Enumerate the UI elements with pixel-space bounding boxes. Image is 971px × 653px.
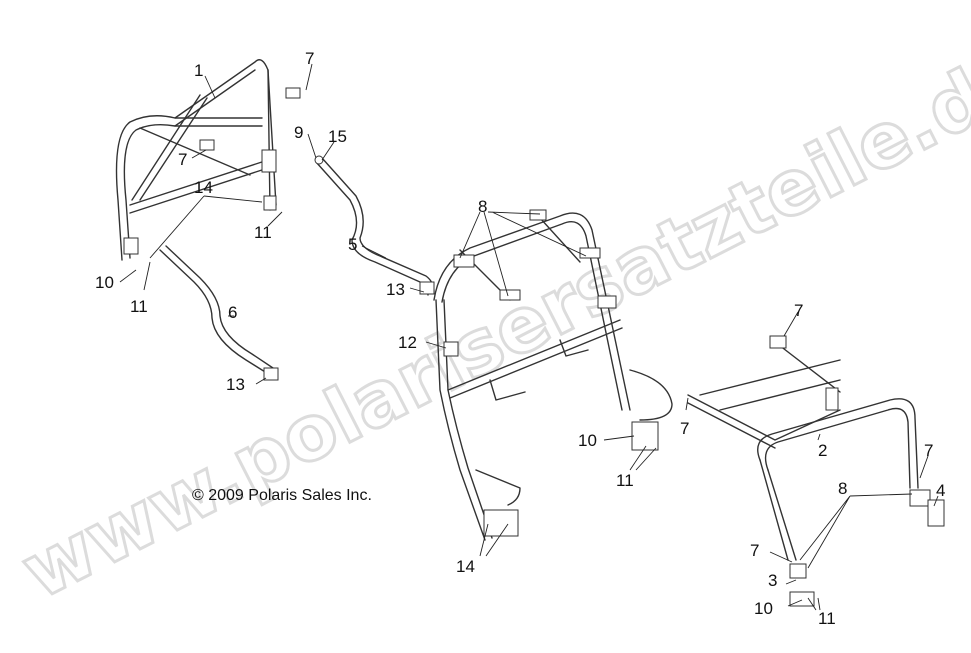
- copyright-notice: © 2009 Polaris Sales Inc.: [192, 487, 372, 504]
- rear-frame-part-2: [687, 335, 945, 607]
- callout-13: 13: [386, 280, 405, 299]
- callout-12: 12: [398, 333, 417, 352]
- callout-7: 7: [924, 441, 933, 460]
- callout-8: 8: [838, 479, 847, 498]
- callout-7: 7: [178, 150, 187, 169]
- tube-part-6: [159, 245, 279, 381]
- front-roll-bar-part-1: [115, 59, 301, 261]
- tube-part-5: [314, 155, 435, 296]
- callout-14: 14: [456, 557, 475, 576]
- callout-11: 11: [616, 471, 634, 490]
- leader-lines: [119, 63, 939, 611]
- cab-frame-part-12: [433, 209, 673, 541]
- callout-14: 14: [194, 178, 213, 197]
- callout-labels: 1 7 7 14 11 10 11 9 15 5 13 6 13 8 12 10…: [95, 49, 945, 628]
- callout-1: 1: [194, 61, 203, 80]
- callout-10: 10: [95, 273, 114, 292]
- callout-9: 9: [294, 123, 303, 142]
- callout-10: 10: [578, 431, 597, 450]
- callout-13: 13: [226, 375, 245, 394]
- callout-11: 11: [130, 297, 148, 316]
- callout-7: 7: [794, 301, 803, 320]
- callout-11: 11: [818, 609, 836, 628]
- callout-4: 4: [936, 481, 945, 500]
- callout-10: 10: [754, 599, 773, 618]
- callout-8: 8: [478, 197, 487, 216]
- callout-7: 7: [680, 419, 689, 438]
- callout-15: 15: [328, 127, 347, 146]
- callout-7: 7: [305, 49, 314, 68]
- callout-7: 7: [750, 541, 759, 560]
- callout-11: 11: [254, 223, 272, 242]
- callout-2: 2: [818, 441, 827, 460]
- callout-6: 6: [228, 303, 237, 322]
- callout-5: 5: [348, 235, 357, 254]
- callout-3: 3: [768, 571, 777, 590]
